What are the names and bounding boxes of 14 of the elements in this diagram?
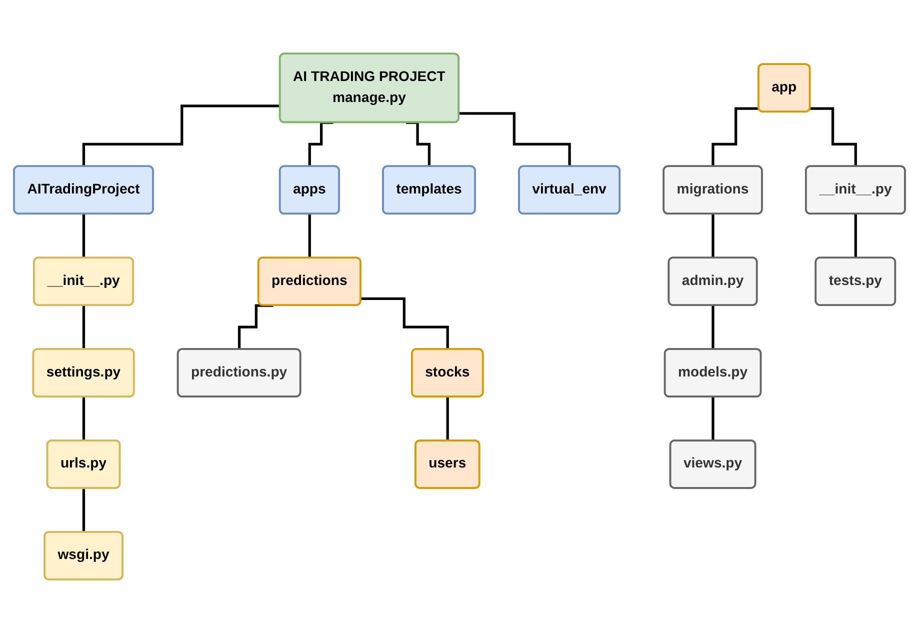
connector [238,304,274,351]
connector [810,107,858,168]
connector [712,107,759,168]
connector [360,297,450,351]
connector [82,304,86,351]
connector [308,121,334,168]
connector [82,212,86,260]
connector [459,112,572,168]
connector [854,212,858,260]
connector [406,121,431,168]
connector [712,304,714,351]
connector [308,212,312,260]
connector [712,212,714,260]
connector [82,104,280,168]
